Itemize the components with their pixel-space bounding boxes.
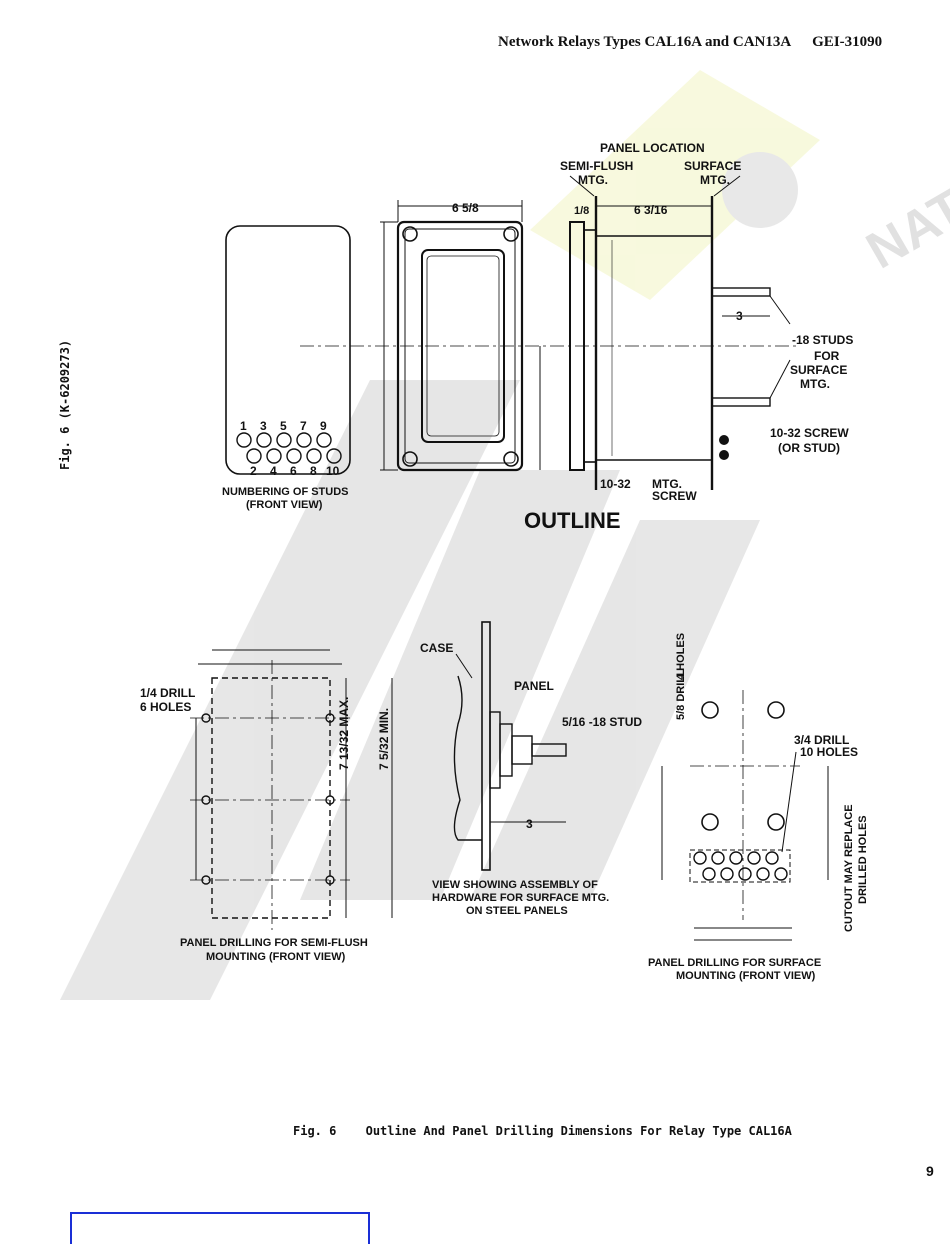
dim-flange-label: 1/8 — [574, 205, 589, 217]
header-title: Network Relays Types CAL16A and CAN13A — [498, 34, 791, 50]
cutout-note-2: DRILLED HOLES — [857, 815, 869, 904]
page-header: Network Relays Types CAL16A and CAN13A G… — [498, 34, 882, 51]
stud-circles — [236, 432, 342, 464]
dim-depth-label: 6 3/16 — [634, 203, 668, 217]
assembly-caption-3: ON STEEL PANELS — [466, 905, 568, 917]
assembly-caption-2: HARDWARE FOR SURFACE MTG. — [432, 892, 609, 904]
mtg-screw-label: 10-32 — [600, 477, 631, 491]
holes-4-label: 4 HOLES — [675, 633, 687, 680]
panel-location-label: PANEL LOCATION — [600, 141, 705, 155]
drill-label: 1/4 DRILL — [140, 686, 195, 700]
surface-stud-holes — [693, 851, 788, 881]
max-dim-label: 7 13/32 MAX. — [337, 697, 351, 770]
semi-flush-caption: PANEL DRILLING FOR SEMI-FLUSH — [180, 937, 368, 949]
mtg-screw-label-2: MTG. — [652, 477, 682, 491]
surface-cutout — [689, 849, 791, 883]
stud-number: 9 — [320, 419, 327, 433]
stud-number: 8 — [310, 464, 317, 478]
watermark-graphic — [60, 70, 820, 1000]
relay-front-outline — [225, 225, 351, 475]
stud-note-3: SURFACE — [790, 363, 847, 377]
stud-number: 1 — [240, 419, 247, 433]
studs-caption-sub: (FRONT VIEW) — [246, 499, 323, 511]
assembly-nut — [511, 735, 533, 765]
watermark-text: NATIONAL SWITCHGEAR — [857, 0, 950, 280]
stud-number: 5 — [280, 419, 287, 433]
screw-note: 10-32 SCREW — [770, 426, 849, 440]
screw-note-2: (OR STUD) — [778, 441, 840, 455]
stud-number: 4 — [270, 464, 277, 478]
holes-label: 6 HOLES — [140, 700, 191, 714]
surface-caption: PANEL DRILLING FOR SURFACE — [648, 957, 821, 969]
panel-label: PANEL — [514, 679, 554, 693]
stud-number: 6 — [290, 464, 297, 478]
surface-studs — [711, 287, 771, 407]
dim-width-label: 6 5/8 — [452, 201, 479, 215]
stud-label: 5/16 -18 STUD — [562, 715, 642, 729]
semi-flush-label: SEMI-FLUSH — [560, 159, 633, 173]
assembly-stud — [531, 743, 567, 757]
surface-caption-sub: MOUNTING (FRONT VIEW) — [676, 970, 816, 982]
drill-10-label: 3/4 DRILL — [794, 733, 849, 747]
page-number: 9 — [926, 1163, 934, 1179]
stud-number: 3 — [260, 419, 267, 433]
surface-mtg-label: MTG. — [700, 173, 730, 187]
mtg-screw-label-3: SCREW — [652, 489, 697, 503]
semi-flush-caption-sub: MOUNTING (FRONT VIEW) — [206, 951, 346, 963]
figure-caption: Fig. 6 Outline And Panel Drilling Dimens… — [293, 1124, 792, 1138]
stud-numbers: 1 3 5 7 9 2 4 6 8 10 — [240, 419, 340, 478]
semi-flush-holes — [201, 713, 335, 885]
cover-outline — [396, 220, 524, 472]
selection-box — [70, 1212, 370, 1244]
surface-large-holes — [701, 701, 785, 831]
stud-note: -18 STUDS — [792, 333, 853, 347]
stud-number: 10 — [326, 464, 340, 478]
outline-title: OUTLINE — [524, 508, 621, 533]
surface-label: SURFACE — [684, 159, 741, 173]
assembly-caption: VIEW SHOWING ASSEMBLY OF — [432, 879, 598, 891]
dim-three-label: 3 — [736, 309, 743, 323]
studs-caption: NUMBERING OF STUDS — [222, 486, 349, 498]
assembly-dim-label: 3 — [526, 817, 533, 831]
cutout-note: CUTOUT MAY REPLACE — [843, 804, 855, 932]
stud-note-2: FOR — [814, 349, 840, 363]
min-dim-label: 7 5/32 MIN. — [377, 708, 391, 770]
stud-note-4: MTG. — [800, 377, 830, 391]
stud-number: 7 — [300, 419, 307, 433]
semi-flush-cutout — [211, 677, 331, 919]
figure-caption-text: Outline And Panel Drilling Dimensions Fo… — [365, 1124, 792, 1138]
drill-4-label: 5/8 DRILL — [675, 669, 687, 720]
semi-flush-mtg-label: MTG. — [578, 173, 608, 187]
figure-number: Fig. 6 — [293, 1124, 337, 1138]
holes-10-label: 10 HOLES — [800, 745, 858, 759]
case-label: CASE — [420, 641, 453, 655]
header-doc-number: GEI-31090 — [812, 34, 883, 50]
stud-number: 2 — [250, 464, 257, 478]
